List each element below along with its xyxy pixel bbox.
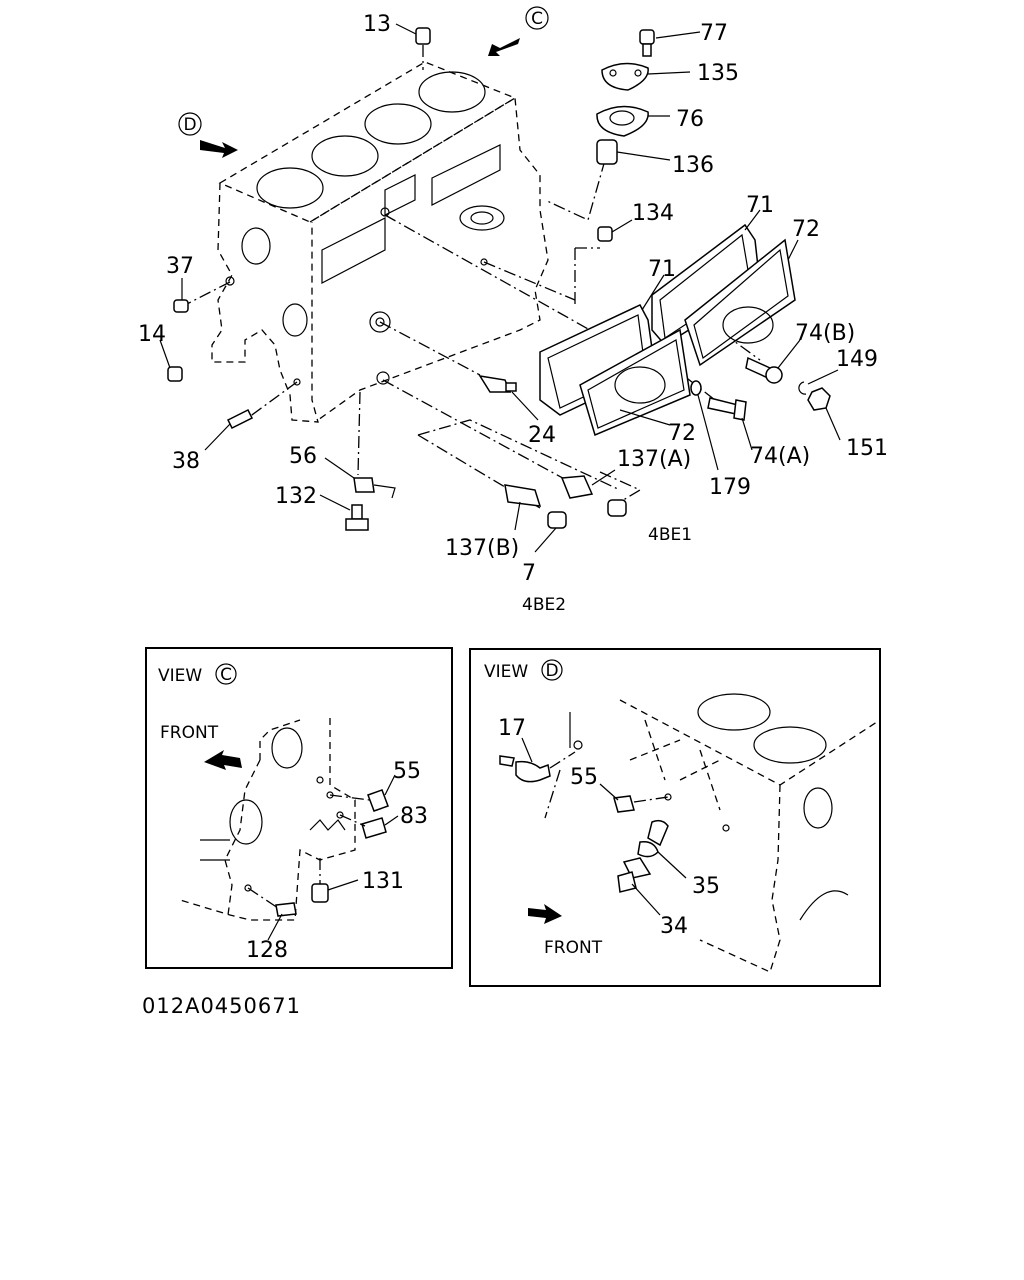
view-c-callout-55: 55: [393, 759, 421, 784]
drawing-code: 012A0450671: [142, 994, 301, 1018]
callout-72-upper: 72: [792, 217, 820, 242]
view-d-callout-17: 17: [498, 716, 526, 741]
callout-leaders: [159, 23, 841, 553]
callout-numbers: 13 77 135 76 136 134 71 72 71 72 74(B) 1…: [138, 12, 888, 586]
cylinder-block: [211, 61, 549, 423]
callout-137b: 137(B): [445, 536, 519, 561]
view-c-front-label: FRONT: [160, 723, 219, 743]
callout-149: 149: [836, 347, 878, 372]
view-marker-c: C: [531, 9, 543, 29]
callout-137a: 137(A): [617, 447, 691, 472]
parts: [167, 27, 831, 531]
variant-label-4be2: 4BE2: [522, 595, 566, 615]
view-d-callout-35: 35: [692, 874, 720, 899]
callout-77: 77: [700, 21, 728, 46]
callout-74a: 74(A): [750, 444, 810, 469]
view-c-panel: VIEW C FRONT 55 83 131 128: [145, 647, 453, 969]
view-arrow-c: C: [488, 6, 549, 56]
callout-71-upper: 71: [746, 193, 774, 218]
callout-151: 151: [846, 436, 888, 461]
view-c-callout-131: 131: [362, 869, 404, 894]
view-arrow-d: D: [178, 112, 238, 158]
callout-135: 135: [697, 61, 739, 86]
callout-76: 76: [676, 107, 704, 132]
view-c-prefix: VIEW: [158, 666, 202, 686]
view-c-callout-83: 83: [400, 804, 428, 829]
callout-71-lower: 71: [648, 257, 676, 282]
view-marker-d: D: [183, 115, 196, 135]
callout-134: 134: [632, 201, 674, 226]
callout-38: 38: [172, 449, 200, 474]
callout-37: 37: [166, 254, 194, 279]
view-d-panel: VIEW D FRONT 17 55 3: [469, 648, 881, 987]
view-d-callout-55: 55: [570, 765, 598, 790]
callout-136: 136: [672, 153, 714, 178]
callout-74b: 74(B): [795, 321, 855, 346]
callout-24: 24: [528, 423, 556, 448]
variant-label-4be1: 4BE1: [648, 525, 692, 545]
callout-7: 7: [522, 561, 536, 586]
callout-13: 13: [363, 12, 391, 37]
callout-72-lower: 72: [668, 421, 696, 446]
callout-56: 56: [289, 444, 317, 469]
view-d-letter: D: [545, 661, 558, 681]
view-d-front-label: FRONT: [544, 938, 603, 958]
callout-14: 14: [138, 322, 166, 347]
view-d-prefix: VIEW: [484, 662, 528, 682]
callout-132: 132: [275, 484, 317, 509]
view-d-callout-34: 34: [660, 914, 688, 939]
callout-179: 179: [709, 475, 751, 500]
view-c-letter: C: [220, 665, 232, 685]
view-c-callout-128: 128: [246, 938, 288, 963]
